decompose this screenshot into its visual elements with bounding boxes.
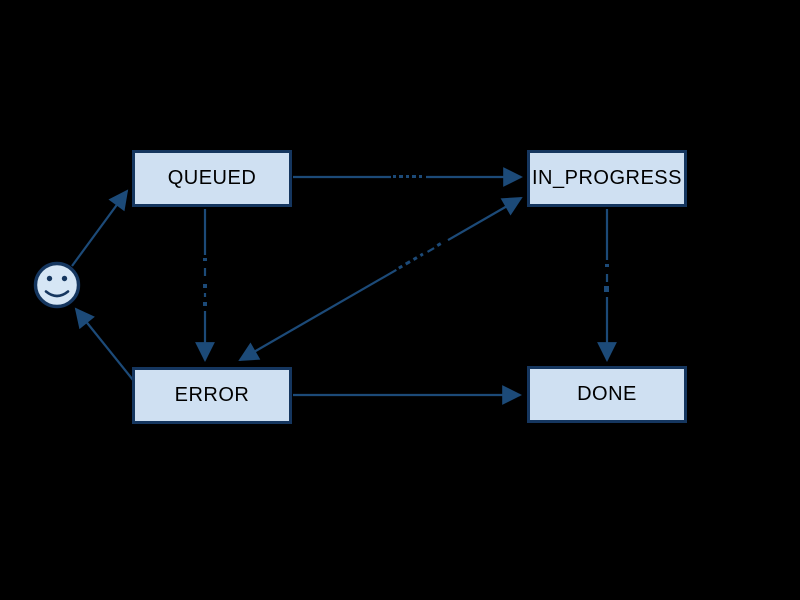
edge-label-occlusion-queued-error <box>197 255 213 311</box>
node-done-label: DONE <box>577 383 637 405</box>
edge-label-occlusion-in-progress-error <box>393 234 451 276</box>
node-in-progress: IN_PROGRESS <box>527 150 687 207</box>
edge-in-progress-error-bidirectional <box>238 197 523 361</box>
edge-error-to-start <box>74 307 134 381</box>
start-node-smiley-face <box>33 261 81 309</box>
node-queued: QUEUED <box>132 150 292 207</box>
node-queued-label: QUEUED <box>167 167 257 189</box>
smiley-left-eye <box>46 275 53 282</box>
edge-label-occlusion-in-progress-done <box>600 260 615 297</box>
node-error: ERROR <box>132 367 292 424</box>
edge-label-occlusion-queued-in-progress <box>391 169 426 184</box>
node-done: DONE <box>527 366 687 423</box>
smiley-mouth <box>44 290 70 298</box>
node-in-progress-label: IN_PROGRESS <box>532 167 682 189</box>
edge-start-to-queued <box>71 189 129 267</box>
node-error-label: ERROR <box>174 384 250 406</box>
smiley-face-icon <box>33 261 81 309</box>
smiley-right-eye <box>61 275 68 282</box>
